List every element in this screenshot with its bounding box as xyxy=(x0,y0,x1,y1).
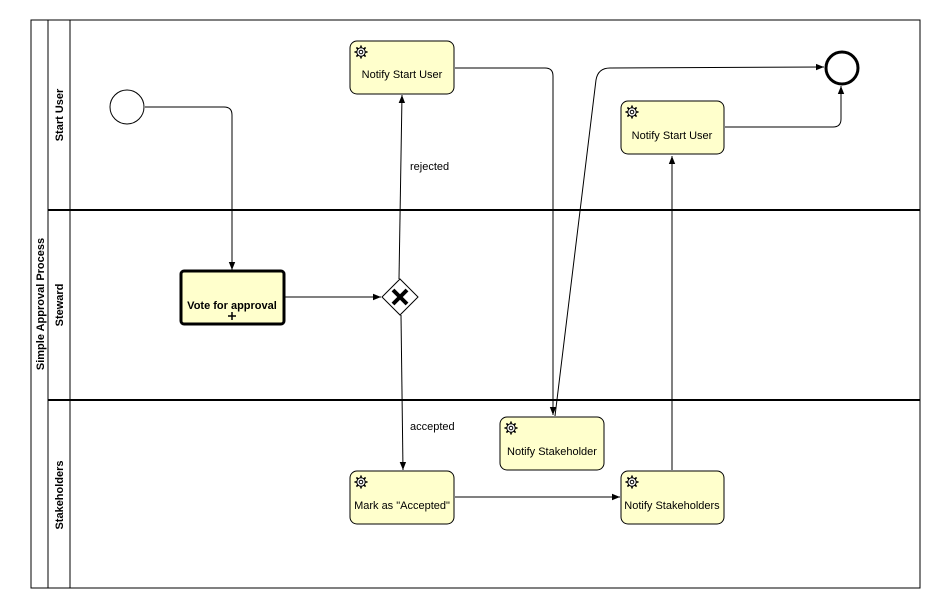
exclusive-gateway[interactable] xyxy=(381,278,419,316)
lanes: Start User Steward Stakeholders xyxy=(47,20,920,588)
task-notify-start-user-final[interactable]: Notify Start User xyxy=(620,100,725,155)
task-notify-stakeholders[interactable]: Notify Stakeholders xyxy=(620,470,725,525)
task-notify-start-user-final-label: Notify Start User xyxy=(632,130,713,142)
gear-icon xyxy=(353,44,369,60)
flow-gateway-accepted xyxy=(399,314,407,471)
end-event[interactable] xyxy=(824,50,860,86)
plus-icon xyxy=(228,312,236,320)
task-notify-start-user-rejected[interactable]: Notify Start User xyxy=(349,40,455,95)
task-vote-for-approval-label: Vote for approval xyxy=(187,300,277,312)
gear-icon xyxy=(503,420,519,436)
pool-title: Simple Approval Process xyxy=(35,238,47,370)
task-notify-stakeholder[interactable]: Notify Stakeholder xyxy=(499,416,605,471)
start-event[interactable] xyxy=(109,89,145,125)
lane-steward-label: Steward xyxy=(54,284,66,327)
flow-label-accepted: accepted xyxy=(410,421,455,433)
gear-icon xyxy=(624,474,640,490)
gear-icon xyxy=(353,474,369,490)
pool-frame xyxy=(30,19,921,589)
gear-icon xyxy=(624,104,640,120)
flow-start-to-vote xyxy=(145,106,236,270)
pool: Simple Approval Process xyxy=(30,19,921,589)
task-mark-as-accepted-label: Mark as "Accepted" xyxy=(354,500,450,512)
task-mark-as-accepted[interactable]: Mark as "Accepted" xyxy=(349,470,455,525)
task-notify-start-user-rejected-label: Notify Start User xyxy=(362,69,443,81)
exclusive-gateway-x-icon xyxy=(391,288,409,306)
sequence-flows xyxy=(145,63,845,501)
lane-start-user-label: Start User xyxy=(54,88,66,141)
task-notify-stakeholders-label: Notify Stakeholders xyxy=(624,500,720,512)
flow-label-rejected: rejected xyxy=(410,161,449,173)
flow-gateway-rejected xyxy=(398,94,406,280)
flow-stakeholder-to-end xyxy=(554,63,825,417)
lane-stakeholders-label: Stakeholders xyxy=(54,460,66,529)
task-vote-for-approval[interactable]: Vote for approval xyxy=(179,269,286,326)
flow-notify-user-to-stakeholder xyxy=(455,67,557,415)
flow-notify-user-to-end xyxy=(725,86,845,128)
task-notify-stakeholder-label: Notify Stakeholder xyxy=(507,446,597,458)
